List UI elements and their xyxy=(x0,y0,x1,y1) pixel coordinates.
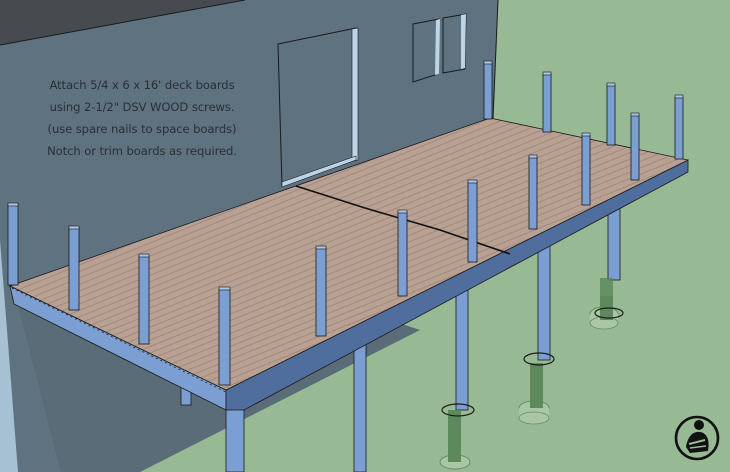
instruction-line-1: Attach 5/4 x 6 x 16' deck boards xyxy=(49,78,235,92)
instruction-line-2: using 2-1/2" DSV WOOD screws. xyxy=(49,100,235,114)
man-with-crossed-arms-logo-icon xyxy=(674,415,720,461)
window-left xyxy=(412,18,440,83)
instructions-text: Attach 5/4 x 6 x 16' deck boards using 2… xyxy=(22,74,262,162)
house-corner xyxy=(0,240,18,472)
instruction-line-3: (use spare nails to space boards) xyxy=(47,122,237,136)
window-right xyxy=(442,13,467,74)
sliding-door xyxy=(277,27,359,188)
deck-surface xyxy=(8,117,690,391)
support-posts xyxy=(180,184,624,472)
house-wall xyxy=(0,0,498,472)
instruction-line-4: Notch or trim boards as required. xyxy=(47,144,237,158)
